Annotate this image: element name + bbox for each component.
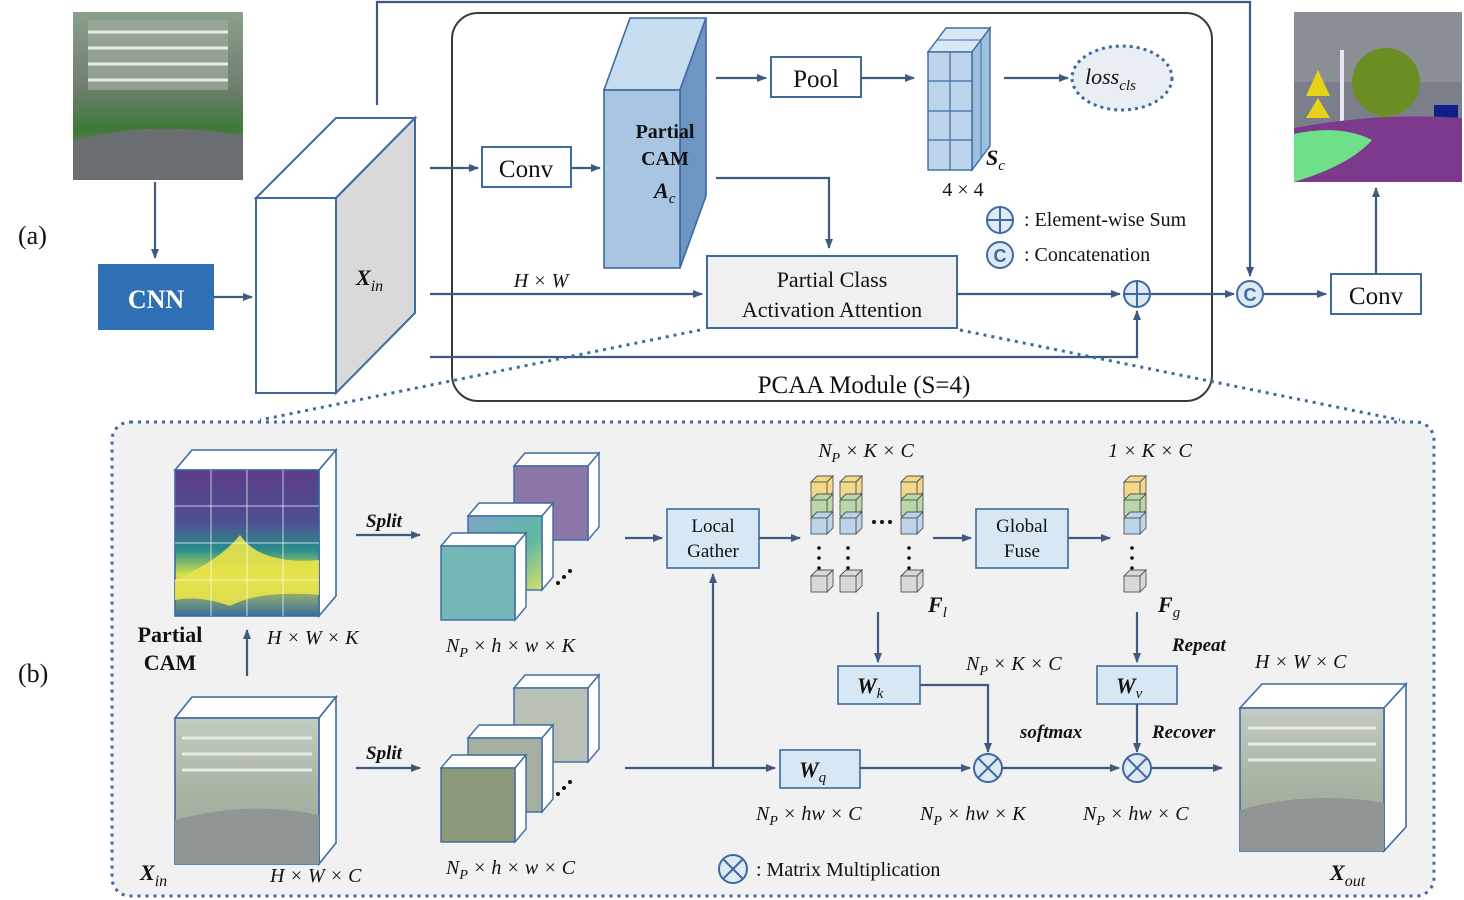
wv-box	[1096, 665, 1178, 705]
partial-cam-block: Partial CAM Ac	[602, 17, 708, 269]
global-fuse-label-1: Global	[996, 516, 1048, 537]
local-gather-label-2: Gather	[687, 541, 739, 562]
svg-text:C: C	[994, 246, 1007, 266]
pcaa-box	[706, 255, 958, 329]
xin-label: Xin	[355, 265, 383, 295]
xout-photo-cube	[1238, 681, 1408, 854]
local-gather-label-1: Local	[691, 516, 734, 537]
matmul-icon-2	[1122, 753, 1152, 783]
loss-ellipse	[1070, 44, 1174, 112]
fg-label: Fg	[1157, 592, 1181, 621]
partial-cam-heatmap-cube	[173, 447, 338, 619]
split-label-2: Split	[366, 743, 403, 764]
panel-label-b: (b)	[18, 659, 48, 688]
legend-sum-icon	[986, 206, 1014, 234]
pcaa-label-line2: Activation Attention	[742, 297, 922, 322]
pool-label: Pool	[793, 66, 839, 93]
partial-cam-label-1: Partial	[138, 622, 203, 647]
arrow-wk-to-matmul	[920, 683, 992, 753]
sc-grid-cube	[926, 25, 992, 173]
dim-np-hwk: NP × h × w × K	[445, 635, 577, 661]
split-xin-patches	[439, 673, 601, 844]
wv-label: Wv	[1116, 673, 1143, 702]
conv-label-2: Conv	[1349, 283, 1404, 310]
dim-nphwc-out: NP × hw × C	[1082, 803, 1189, 829]
fg-cube-stack	[1122, 474, 1148, 594]
cam-label-line1: Partial	[636, 121, 695, 143]
sc-label: Sc	[986, 145, 1005, 174]
split-label-1: Split	[366, 511, 403, 532]
loss-label: losscls	[1085, 64, 1136, 94]
pcaa-module-title: PCAA Module (S=4)	[758, 372, 971, 399]
svg-text:C: C	[1244, 285, 1257, 305]
arrow-cam-to-pcaa	[716, 176, 833, 249]
conv-label-1: Conv	[499, 156, 554, 183]
element-sum-icon	[1123, 280, 1151, 308]
fl-label: Fl	[927, 592, 947, 621]
legend-matmul-label: : Matrix Multiplication	[756, 859, 940, 881]
cam-a-label: Ac	[652, 178, 676, 207]
cnn-label: CNN	[128, 285, 185, 314]
output-segmentation-image	[1294, 12, 1462, 182]
wk-label: Wk	[857, 673, 884, 702]
xout-label: Xout	[1329, 860, 1366, 890]
wq-box	[779, 749, 861, 789]
zoom-line-left	[259, 328, 701, 422]
wq-label: Wq	[799, 757, 827, 786]
legend-sum-label: : Element-wise Sum	[1024, 209, 1187, 231]
dim-npkc-2: NP × K × C	[965, 653, 1062, 679]
input-street-image	[73, 12, 243, 180]
global-fuse-box	[975, 508, 1069, 569]
dim-nphwk: NP × hw × K	[919, 803, 1027, 829]
xin-photo-cube	[173, 694, 338, 867]
dim-hwc: H × W × C	[269, 865, 362, 887]
panel-label-a: (a)	[18, 221, 47, 250]
softmax-label: softmax	[1019, 722, 1083, 743]
hw-label: H × W	[513, 270, 571, 292]
dim-nphwc-q: NP × hw × C	[755, 803, 862, 829]
dim-out: H × W × C	[1254, 651, 1347, 673]
legend-concat-label: : Concatenation	[1024, 244, 1150, 266]
legend-matmul-icon	[718, 854, 748, 884]
xin-feature-block: Xin	[253, 115, 418, 396]
cnn-box: CNN	[98, 264, 214, 330]
legend-concat-icon: C	[986, 241, 1014, 269]
dim-1kc: 1 × K × C	[1108, 440, 1192, 462]
recover-label: Recover	[1151, 722, 1216, 743]
arrow-xin-to-sum	[430, 310, 1141, 359]
fl-cube-stacks	[809, 474, 925, 594]
local-gather-box	[666, 508, 760, 569]
dim-npkc-top: NP × K × C	[817, 440, 914, 466]
partial-cam-label-2: CAM	[144, 650, 197, 675]
zoom-line-right	[959, 328, 1401, 422]
matmul-icon-1	[973, 753, 1003, 783]
xin-label-bottom: Xin	[139, 860, 167, 890]
dim-np-hwc: NP × h × w × C	[445, 857, 576, 883]
repeat-label: Repeat	[1171, 635, 1227, 656]
skip-line-top	[375, 0, 1254, 277]
dim-hwk: H × W × K	[266, 627, 360, 649]
split-cam-patches	[439, 451, 601, 622]
concatenation-icon: C	[1236, 280, 1264, 308]
global-fuse-label-2: Fuse	[1004, 541, 1040, 562]
wk-box	[837, 665, 921, 705]
pcaa-module-frame	[451, 12, 1213, 402]
sc-size-label: 4 × 4	[942, 179, 983, 201]
pcaa-label-line1: Partial Class	[777, 267, 888, 292]
cam-label-line2: CAM	[641, 148, 689, 170]
